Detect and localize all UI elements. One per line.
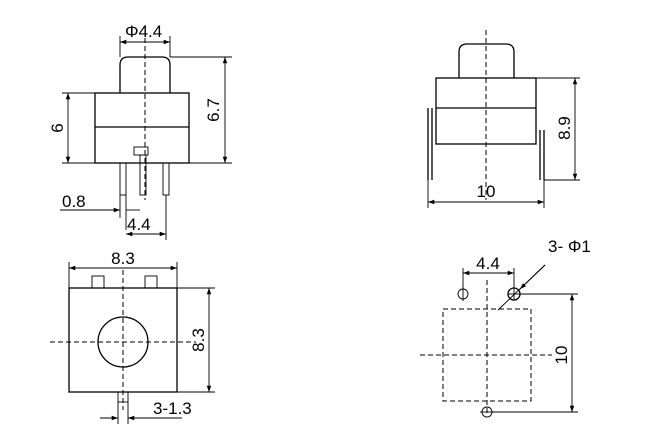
pcb-layout: 4.4 3- Φ1 10: [420, 237, 591, 418]
side-height-label: 8.9: [555, 116, 574, 140]
front-pin-right: [162, 162, 170, 196]
pcb-spacing-label: 4.4: [476, 254, 500, 273]
front-right-height-label: 6.7: [204, 98, 223, 122]
front-nub: [133, 146, 149, 156]
front-diameter-label: Φ4.4: [125, 22, 162, 41]
top-tab-left: [91, 275, 105, 289]
top-width-label: 8.3: [111, 249, 135, 268]
top-pin-label: 3-1.3: [153, 399, 192, 418]
top-pin: [117, 391, 129, 403]
front-pin-width-label: 0.8: [62, 192, 86, 211]
pcb-height-label: 10: [552, 346, 571, 365]
side-width-label: 10: [477, 182, 496, 201]
front-body: [94, 92, 190, 164]
top-tab-right: [144, 275, 158, 289]
top-height-label: 8.3: [189, 328, 208, 352]
front-left-height-label: 6: [48, 123, 67, 132]
front-view: Φ4.4 6 6.7 0.8 4.4: [48, 22, 232, 240]
side-view: 8.9 10: [427, 30, 580, 208]
front-pin-left: [119, 162, 127, 196]
top-view: 8.3 8.3 3-1.3: [50, 249, 215, 424]
pcb-hole-leader-arrow: [519, 264, 546, 290]
pcb-hole-label: 3- Φ1: [548, 237, 591, 256]
side-button-cap: [458, 43, 515, 78]
front-pin-spacing-label: 4.4: [127, 215, 151, 234]
front-pin-center: [139, 154, 147, 196]
